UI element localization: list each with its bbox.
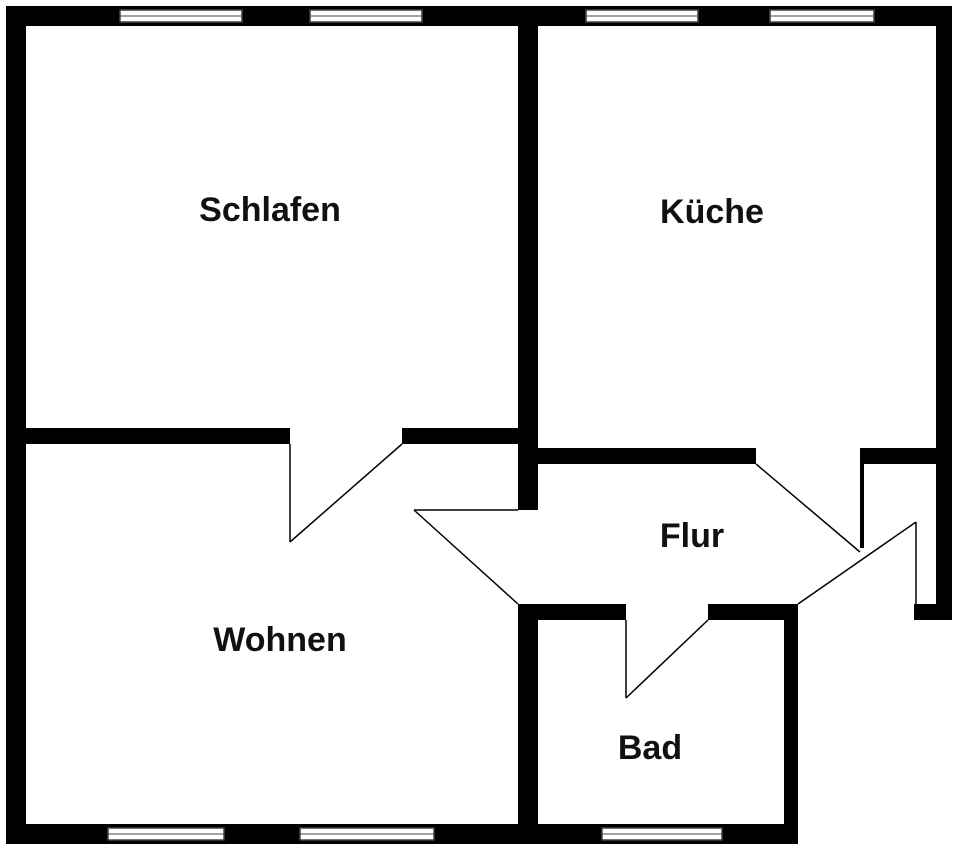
window-kueche-1 xyxy=(585,9,699,23)
wall-kueche-flur-right xyxy=(860,448,940,464)
window-wohnen-2 xyxy=(299,827,435,841)
wall-right-stub-bottom xyxy=(914,604,952,620)
door-wohnen-flur xyxy=(413,509,519,605)
room-labels: Schlafen Küche Wohnen Flur Bad xyxy=(199,191,764,767)
outer-wall-right-bad xyxy=(784,606,798,844)
room-label-bad: Bad xyxy=(618,729,682,767)
wall-flur-side-stub xyxy=(860,448,864,548)
wall-wohnen-bad xyxy=(518,604,538,834)
window-schlafen-1 xyxy=(119,9,243,23)
wall-flur-bad-right xyxy=(708,604,798,620)
windows xyxy=(107,9,875,841)
door-flur-entrance xyxy=(797,521,917,605)
wall-wohnen-flur-upper xyxy=(518,440,538,510)
window-bad xyxy=(601,827,723,841)
outer-wall-bottom-left xyxy=(6,824,540,844)
room-label-flur: Flur xyxy=(660,517,724,555)
wall-flur-bad-left xyxy=(538,604,626,620)
doors xyxy=(289,443,917,699)
window-schlafen-2 xyxy=(309,9,423,23)
door-kueche-flur xyxy=(755,463,861,553)
room-label-kueche: Küche xyxy=(660,193,764,231)
window-wohnen-1 xyxy=(107,827,225,841)
outer-wall-left xyxy=(6,6,26,844)
room-label-wohnen: Wohnen xyxy=(213,621,346,659)
room-label-schlafen: Schlafen xyxy=(199,191,341,229)
door-flur-bad xyxy=(625,619,709,699)
wall-schlafen-wohnen-right xyxy=(402,428,538,444)
door-schlafen-wohnen xyxy=(289,443,403,543)
outer-wall-right-upper xyxy=(936,6,952,620)
wall-kueche-flur-left xyxy=(538,448,756,464)
window-kueche-2 xyxy=(769,9,875,23)
wall-schlafen-kueche xyxy=(518,20,538,450)
wall-schlafen-wohnen-left xyxy=(20,428,290,444)
